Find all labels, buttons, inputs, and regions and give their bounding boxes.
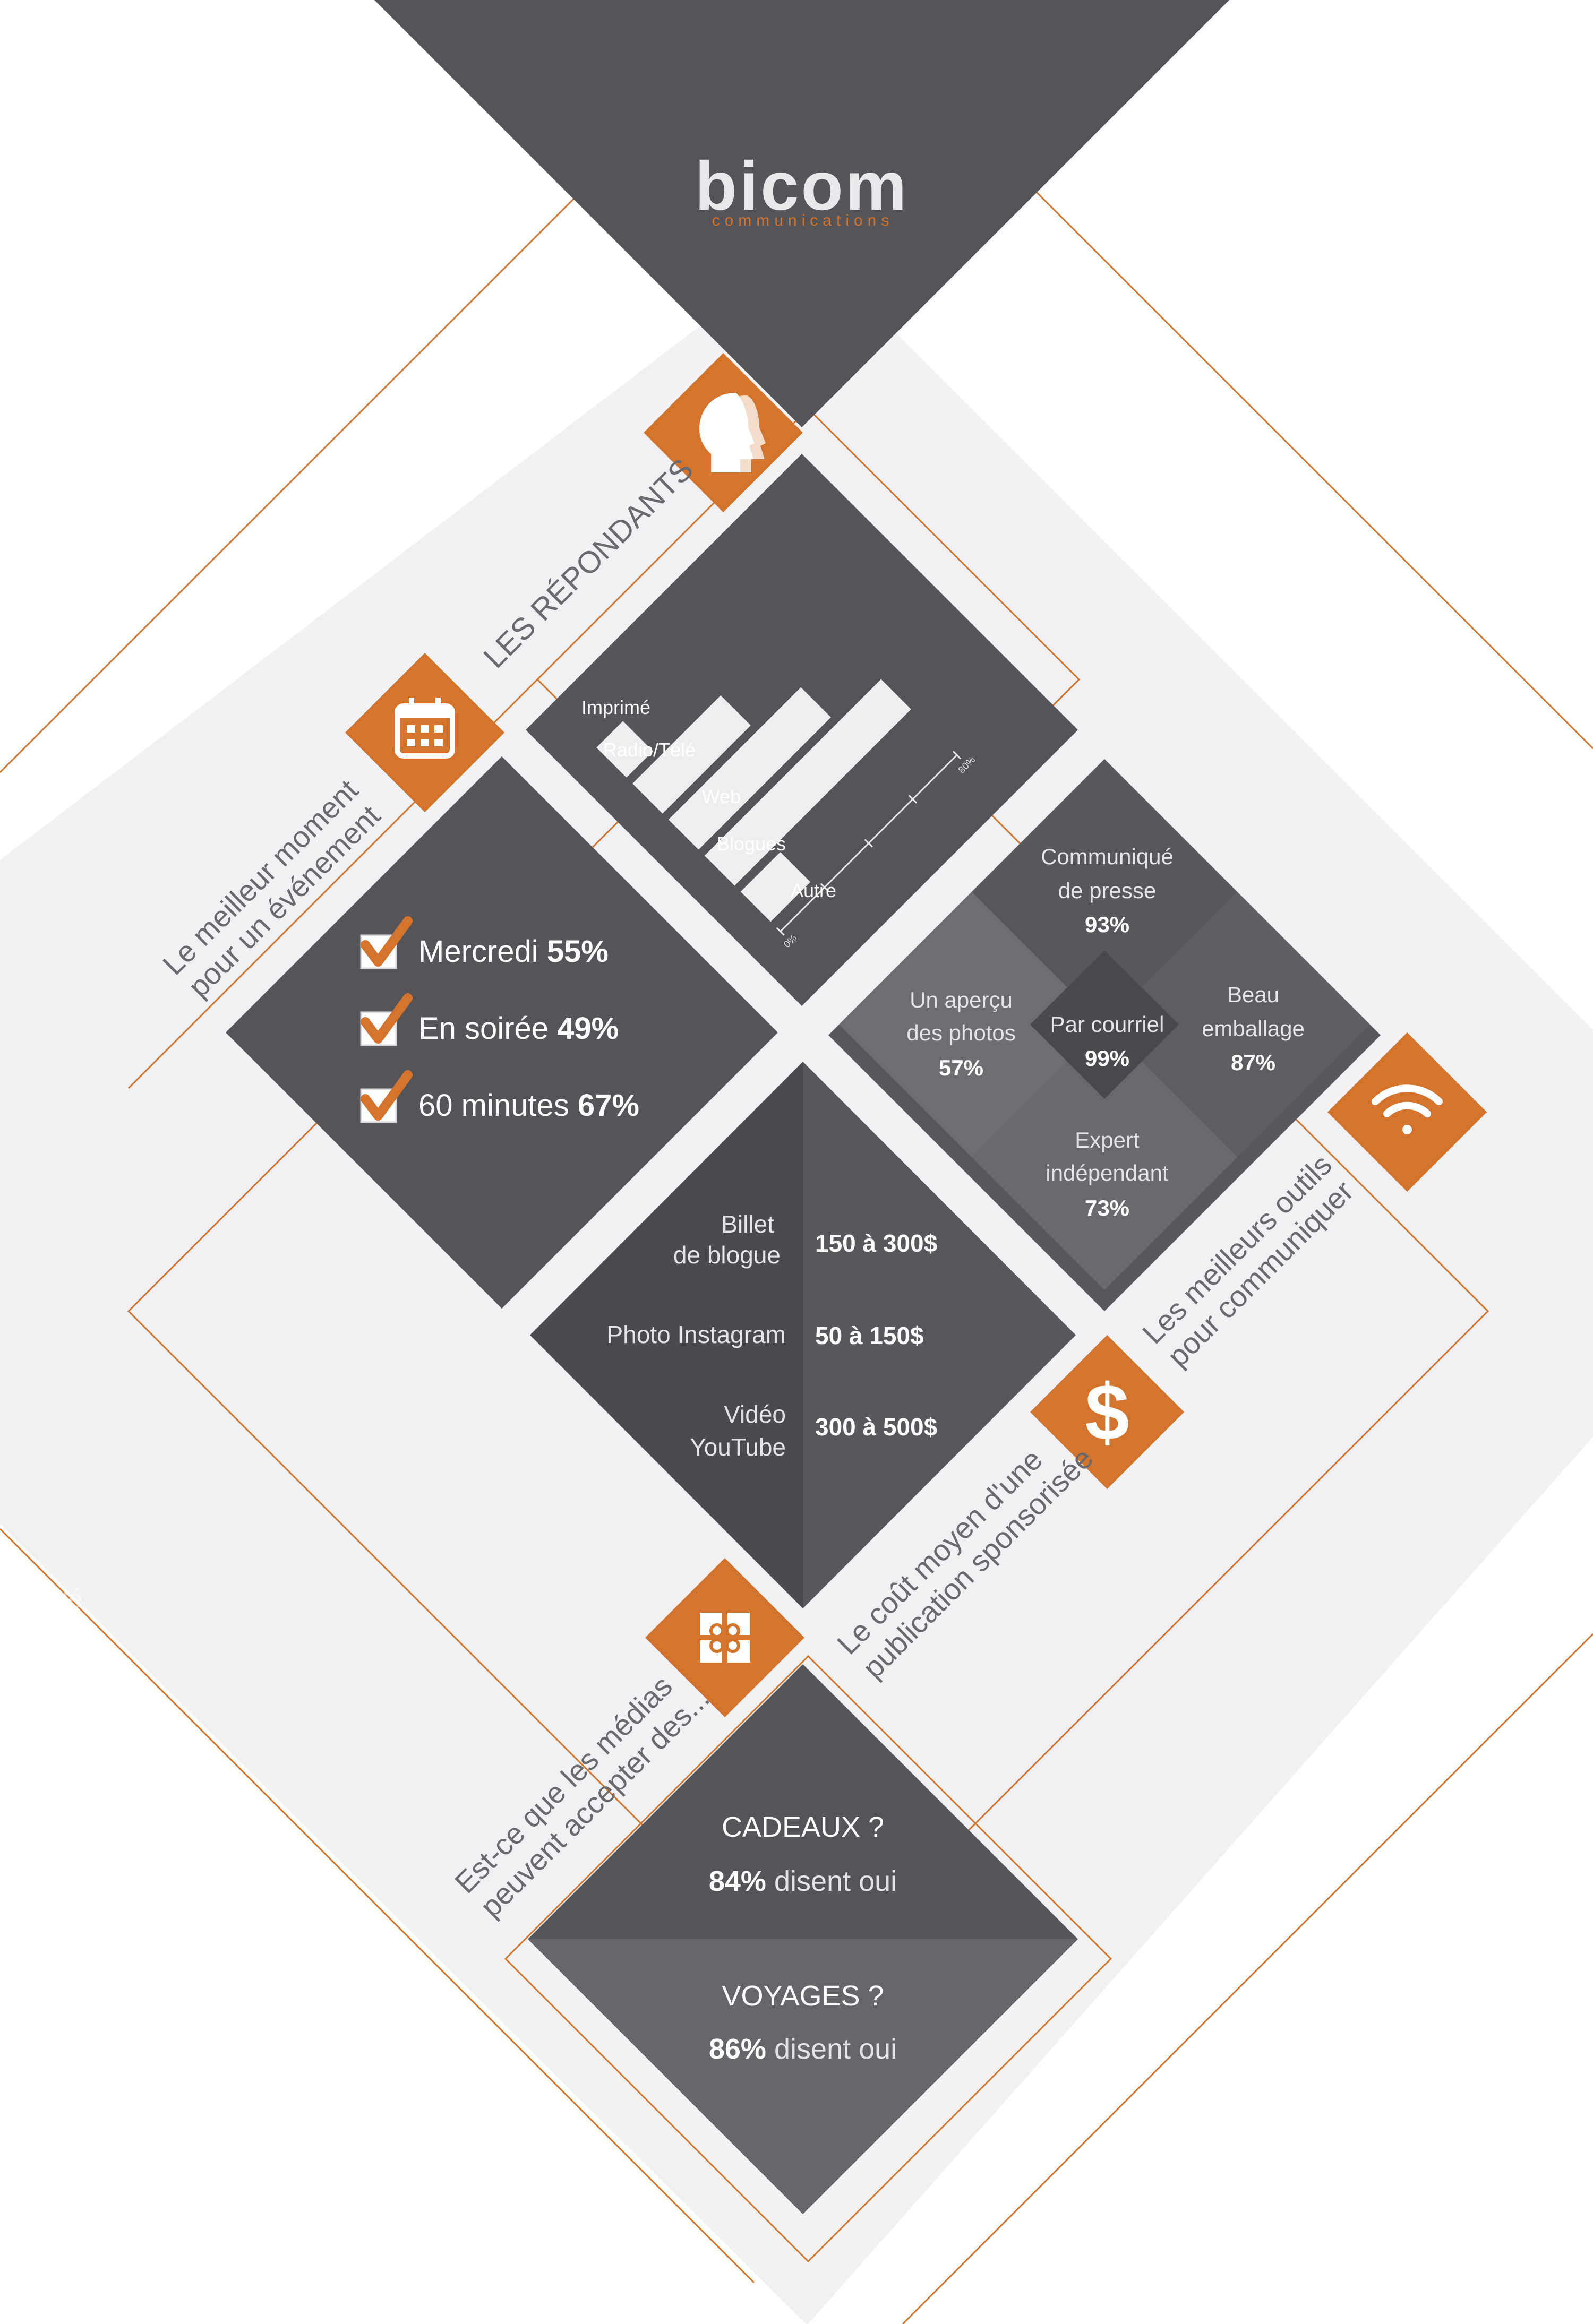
tools-badge bbox=[1328, 1032, 1487, 1192]
gift-answer: disent oui bbox=[774, 2033, 897, 2065]
event-item-label: 60 minutes bbox=[418, 1088, 569, 1123]
logo-sub: communications bbox=[712, 212, 894, 229]
svg-text:Mercredi 55%: Mercredi 55% bbox=[418, 934, 609, 969]
cost-item-label: de blogue bbox=[673, 1241, 781, 1269]
respondents-chart: 0%80% bbox=[596, 679, 977, 950]
cost-item-label: Vidéo bbox=[724, 1400, 786, 1428]
gift-answer: disent oui bbox=[774, 1865, 897, 1897]
event-item-label: En soirée bbox=[418, 1011, 549, 1046]
svg-text:84% disent oui: 84% disent oui bbox=[709, 1865, 897, 1897]
logo: bicom communications bbox=[695, 147, 909, 229]
cost-diamond-left bbox=[530, 1062, 803, 1608]
heads-icon bbox=[699, 393, 766, 472]
event-list: Mercredi 55% En soirée 49% 60 minutes 67… bbox=[360, 916, 639, 1123]
cost-item-value: 300 à 500$ bbox=[815, 1413, 937, 1441]
cost-item-value: 50 à 150$ bbox=[815, 1322, 924, 1349]
calendar-icon bbox=[395, 698, 455, 759]
gift-question: VOYAGES ? bbox=[722, 1980, 884, 2012]
tool-right-value: 87% bbox=[1231, 1050, 1275, 1075]
chart-category-label: Radio/Télé bbox=[603, 739, 696, 761]
chart-axis-tick bbox=[908, 795, 918, 804]
wifi-icon bbox=[1372, 1084, 1443, 1134]
gifts-diamond-bottom bbox=[528, 1939, 1078, 2214]
chart-axis-tick bbox=[820, 883, 829, 892]
chart-category-label: Autre bbox=[791, 880, 836, 901]
event-badge bbox=[345, 653, 504, 812]
chart-bar bbox=[632, 695, 751, 814]
tools-quadrants bbox=[839, 759, 1370, 1290]
tool-left-line1: Un aperçu bbox=[910, 987, 1013, 1012]
ghost-text-line2: ouTube bbox=[0, 1617, 80, 1645]
chart-bar bbox=[704, 679, 911, 886]
gift-question: CADEAUX ? bbox=[722, 1811, 884, 1843]
tools-labels: Communiqué de presse 93% Un aperçu des p… bbox=[906, 844, 1305, 1220]
tool-top-line2: de presse bbox=[1058, 878, 1156, 903]
tool-center-value: 99% bbox=[1085, 1046, 1129, 1071]
cost-list: Billet de blogue 150 à 300$ Photo Instag… bbox=[606, 1210, 937, 1461]
cost-diamond-right bbox=[803, 1062, 1076, 1608]
cost-item-value: 150 à 300$ bbox=[815, 1229, 937, 1257]
event-item-value: 49% bbox=[557, 1011, 619, 1046]
chart-axis-tick bbox=[776, 927, 785, 936]
respondents-badge bbox=[644, 353, 803, 512]
ghost-text-line1: Vidé bbox=[32, 1585, 82, 1613]
event-item-label: Mercredi bbox=[418, 934, 538, 969]
tool-bottom-value: 73% bbox=[1085, 1195, 1129, 1220]
tool-bottom-line2: indépendant bbox=[1046, 1160, 1169, 1185]
event-item: En soirée 49% bbox=[360, 993, 619, 1046]
tool-right-line1: Beau bbox=[1227, 982, 1279, 1007]
chart-bar bbox=[740, 851, 811, 922]
svg-text:60 minutes 67%: 60 minutes 67% bbox=[418, 1088, 639, 1123]
tool-left-value: 57% bbox=[939, 1055, 983, 1080]
event-item: Mercredi 55% bbox=[360, 916, 609, 969]
tool-top-line1: Communiqué bbox=[1041, 844, 1174, 869]
event-item-value: 67% bbox=[578, 1088, 639, 1123]
ghost-text: Vidé ouTube bbox=[0, 1585, 82, 1645]
gifts-diamond-top bbox=[528, 1664, 1078, 1939]
chart-category-label: Blogues bbox=[717, 833, 786, 855]
tool-center-line1: Par courriel bbox=[1050, 1012, 1164, 1037]
logo-word: bicom bbox=[695, 147, 909, 225]
tool-right-line2: emballage bbox=[1202, 1016, 1305, 1041]
gift-badge bbox=[645, 1558, 804, 1717]
chart-bar bbox=[668, 687, 831, 850]
svg-text:86% disent oui: 86% disent oui bbox=[709, 2033, 897, 2065]
gift-icon bbox=[700, 1613, 750, 1663]
cost-item-label: YouTube bbox=[690, 1433, 786, 1461]
tool-top-value: 93% bbox=[1085, 912, 1129, 937]
cost-badge: $ bbox=[1030, 1335, 1184, 1489]
tool-left-line2: des photos bbox=[906, 1020, 1016, 1045]
gifts-list: CADEAUX ? 84% disent oui VOYAGES ? 86% d… bbox=[709, 1811, 897, 2065]
gift-value: 86% bbox=[709, 2033, 766, 2065]
cost-item-label: Photo Instagram bbox=[606, 1321, 786, 1348]
chart-category-label: Imprimé bbox=[581, 696, 650, 718]
cost-item-label: Billet bbox=[721, 1210, 774, 1238]
svg-text:En soirée 49%: En soirée 49% bbox=[418, 1011, 619, 1046]
dollar-icon: $ bbox=[1085, 1367, 1129, 1457]
chart-axis-tick bbox=[952, 751, 962, 760]
gift-value: 84% bbox=[709, 1865, 766, 1897]
chart-axis-tick bbox=[864, 839, 873, 848]
chart-bar bbox=[596, 721, 653, 778]
event-diamond bbox=[226, 756, 778, 1309]
tool-bottom-line1: Expert bbox=[1075, 1127, 1140, 1152]
event-item: 60 minutes 67% bbox=[360, 1070, 639, 1123]
event-item-value: 55% bbox=[547, 934, 609, 969]
chart-category-label: Web bbox=[702, 786, 741, 807]
header-chevron bbox=[374, 0, 1229, 427]
